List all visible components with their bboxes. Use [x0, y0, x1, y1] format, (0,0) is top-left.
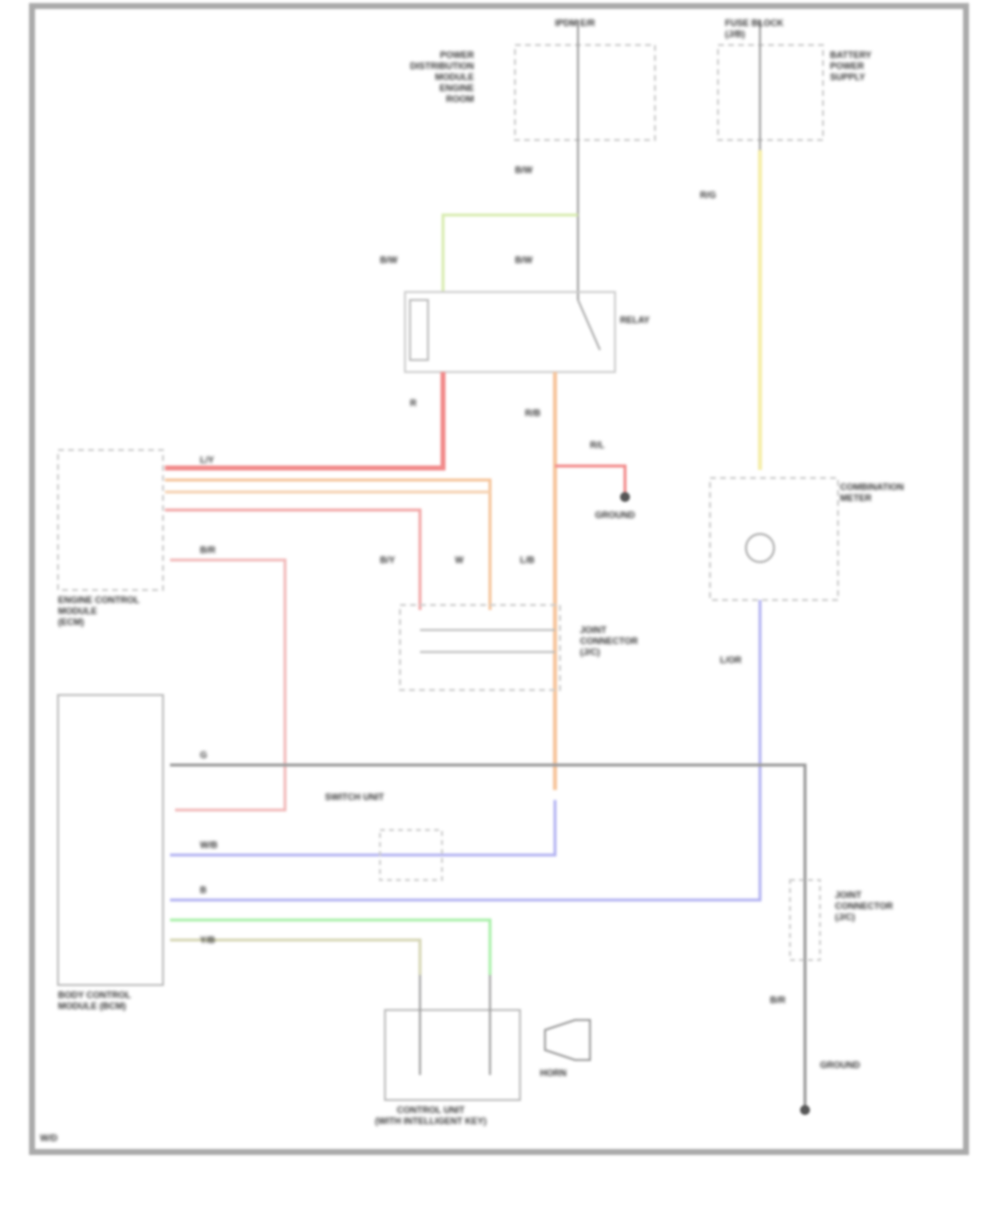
- wire-label: L/B: [520, 555, 535, 565]
- ecm-box: [57, 449, 164, 591]
- diagram-frame: [29, 3, 969, 1155]
- wire-label: L/OR: [720, 655, 742, 665]
- wire-green-yellow: [441, 213, 578, 292]
- wire-red-ground: [555, 464, 627, 495]
- combination-meter-box: [709, 477, 839, 601]
- fuse-box-top: [514, 44, 656, 141]
- wire-label: B: [200, 885, 207, 895]
- horn-icon: [544, 1019, 591, 1061]
- label-fuse-right-desc: BATTERY POWER SUPPLY: [830, 50, 872, 82]
- relay-box: [404, 291, 616, 373]
- wire-blue: [170, 800, 557, 857]
- wire-label: W: [455, 555, 464, 565]
- label-ground-top: GROUND: [595, 510, 635, 520]
- wire-blue-meter: [170, 600, 762, 902]
- label-fuse-top: IPDM E/R: [555, 18, 596, 28]
- wire-label: R/B: [525, 408, 541, 418]
- label-ground-bottom: GROUND: [820, 1060, 860, 1070]
- wire-label: B/W: [515, 255, 533, 265]
- label-diagram-id: W/D: [40, 1133, 58, 1143]
- label-joint-connector: JOINT CONNECTOR (J/C): [580, 625, 638, 657]
- label-horn: HORN: [540, 1068, 567, 1078]
- label-right-connector: JOINT CONNECTOR (J/C): [835, 890, 893, 922]
- relay-coil: [409, 299, 429, 361]
- ground-icon: [620, 492, 630, 502]
- label-fuse-right: FUSE BLOCK (J/B): [725, 18, 784, 39]
- fuse-box-right: [717, 44, 824, 141]
- wire-label: B/R: [770, 995, 786, 1005]
- wire-label: R/G: [700, 190, 717, 200]
- wire-label: B/R: [200, 545, 216, 555]
- wire-label: R/L: [590, 440, 605, 450]
- wire-label: B/Y: [380, 555, 396, 565]
- switch-box: [379, 829, 443, 881]
- wire-label: B/W: [380, 255, 398, 265]
- wire-red: [165, 372, 446, 471]
- wire-label: Y/B: [200, 935, 216, 945]
- label-fuse-top-desc: POWER DISTRIBUTION MODULE ENGINE ROOM: [410, 50, 474, 104]
- label-ecm: ENGINE CONTROL MODULE (ECM): [58, 595, 140, 627]
- wire-pink: [170, 558, 287, 812]
- wire-orange-1: [165, 478, 492, 610]
- wire-olive: [170, 938, 422, 975]
- wire-label: L/Y: [200, 455, 215, 465]
- wire-label: G: [200, 750, 208, 760]
- bcm-box: [57, 694, 164, 986]
- wire-green: [170, 918, 492, 975]
- ground-icon-bottom: [800, 1105, 810, 1115]
- wire-gray: [170, 763, 807, 1110]
- wire-label: R: [410, 398, 417, 408]
- wire-label: B/W: [515, 165, 533, 175]
- label-relay: RELAY: [620, 315, 650, 325]
- relay-switch: [577, 299, 601, 351]
- label-bcm: BODY CONTROL MODULE (BCM): [58, 990, 131, 1011]
- meter-lamp-icon: [745, 533, 775, 563]
- wire-red-2: [165, 508, 422, 610]
- label-bottom-module: CONTROL UNIT (WITH INTELLIGENT KEY): [375, 1105, 487, 1126]
- bottom-module-box: [384, 1009, 521, 1101]
- label-switch-unit: SWITCH UNIT: [325, 792, 384, 802]
- wire-label: W/B: [200, 840, 218, 850]
- joint-connector-box: [399, 604, 561, 691]
- label-combination-meter: COMBINATION METER: [840, 482, 904, 503]
- right-connector-box: [789, 879, 821, 961]
